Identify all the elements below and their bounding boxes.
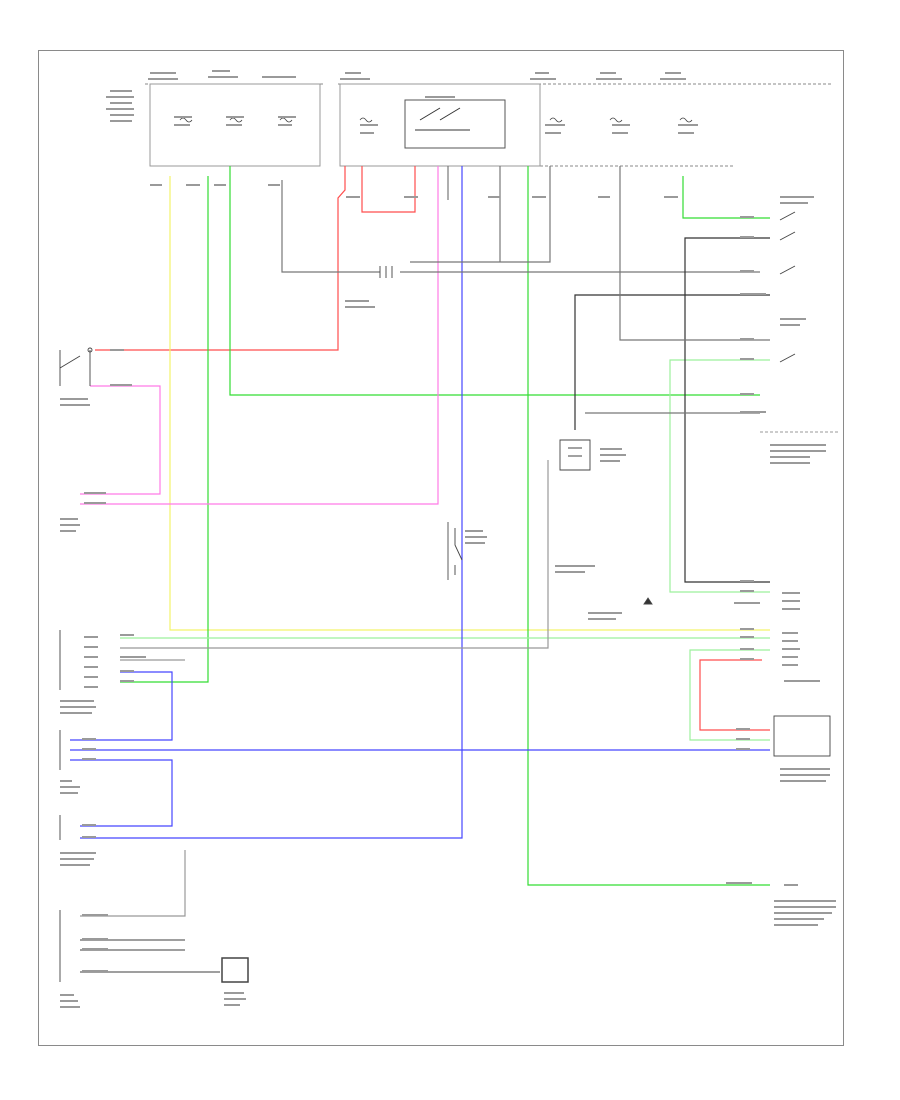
fuse-icons — [179, 117, 693, 123]
wire-red — [95, 166, 346, 351]
fuse-icon — [549, 117, 563, 123]
wire-dark — [684, 237, 770, 583]
wire-red — [699, 659, 770, 731]
stop-light-switch-symbol — [59, 350, 91, 386]
fuse-icon — [609, 117, 623, 123]
fuse-icon — [359, 117, 373, 123]
wire-gray — [410, 166, 551, 263]
fuse-icon — [179, 117, 193, 123]
wire-green — [689, 649, 770, 741]
wire-green — [682, 176, 770, 219]
wire-yellow — [169, 176, 770, 631]
connector-symbol — [379, 266, 393, 278]
wire-blue — [70, 759, 173, 827]
ground-icon — [643, 597, 653, 605]
wire-gray — [80, 850, 186, 917]
connector-box — [773, 715, 831, 757]
center-switch-symbol — [454, 528, 463, 575]
wire-red — [361, 166, 416, 213]
relay-switch — [415, 107, 470, 131]
relay-box — [404, 99, 506, 149]
switch-contact — [87, 347, 93, 353]
small-label-marks — [60, 184, 836, 1008]
wire-green — [669, 359, 770, 593]
wire-blue — [80, 166, 463, 839]
wires — [70, 166, 770, 973]
wire-gray — [619, 166, 770, 341]
right-switch-symbol — [779, 211, 796, 363]
fuse-icon — [279, 117, 293, 123]
fuse-box-right — [339, 83, 541, 167]
wire-green — [527, 166, 770, 886]
label-marks — [106, 70, 698, 134]
fuse-icon — [679, 117, 693, 123]
wire-pink — [80, 385, 161, 495]
relay-module-symbol — [559, 439, 591, 471]
fuse-box-left — [149, 83, 321, 167]
wire-blue — [70, 671, 173, 741]
wire-gray — [281, 180, 380, 273]
wire-green — [120, 176, 209, 683]
wire-dark — [574, 294, 770, 430]
fuse-icon — [229, 117, 243, 123]
wire-pink — [80, 166, 439, 505]
fuse-box-group — [106, 70, 832, 167]
wire-green — [229, 166, 760, 396]
wire-gray — [120, 460, 549, 649]
components — [59, 211, 831, 983]
lamp-box — [221, 957, 249, 983]
